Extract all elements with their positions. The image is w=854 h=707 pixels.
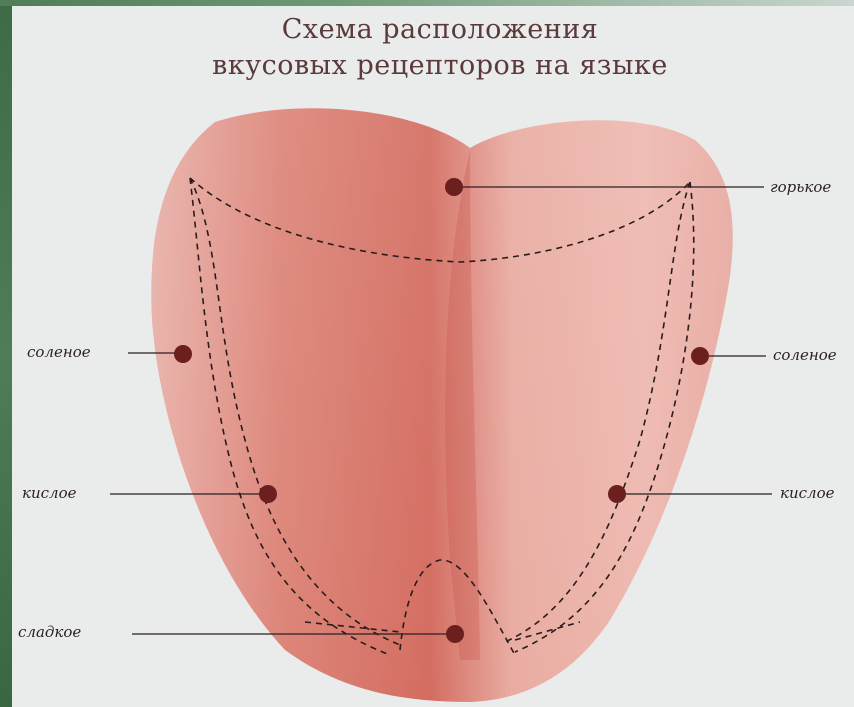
label-sour-right: кислое bbox=[780, 484, 834, 502]
label-sweet: сладкое bbox=[18, 623, 81, 641]
dot-sweet bbox=[446, 625, 464, 643]
dot-salty-right bbox=[691, 347, 709, 365]
label-sour-left: кислое bbox=[22, 484, 76, 502]
dot-salty-left bbox=[174, 345, 192, 363]
dot-sour-right bbox=[608, 485, 626, 503]
dot-sour-left bbox=[259, 485, 277, 503]
label-salty-right: соленое bbox=[773, 346, 837, 364]
label-bitter: горькое bbox=[770, 178, 831, 196]
label-salty-left: соленое bbox=[27, 343, 91, 361]
dot-bitter bbox=[445, 178, 463, 196]
